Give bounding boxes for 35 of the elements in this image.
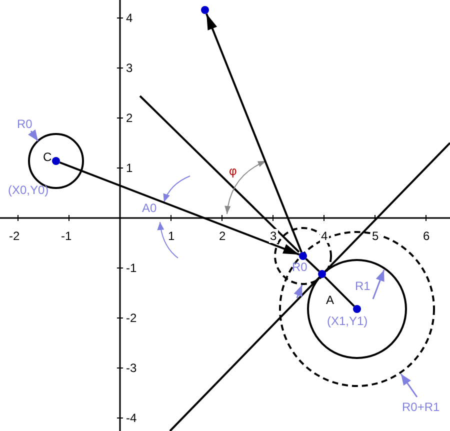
angle-label: A0 (142, 201, 157, 215)
contact-point (299, 252, 307, 260)
axis-tick-label: 2 (125, 111, 134, 125)
point-label: C (43, 150, 52, 164)
axis-tick-label: -2 (125, 311, 138, 325)
axis-tick-label: 6 (422, 229, 431, 243)
line-segment (305, 258, 320, 272)
axis-tick-label: -2 (8, 229, 21, 243)
arrow (206, 13, 302, 253)
point-label: (X1,Y1) (327, 314, 368, 328)
center-point (353, 305, 361, 313)
axis-tick-label: 2 (218, 229, 227, 243)
line-segment (324, 276, 355, 307)
axis-tick-label: 1 (125, 161, 134, 175)
axis-tick-label: 1 (167, 229, 176, 243)
center-point (52, 157, 60, 165)
point-label: A (326, 293, 334, 307)
axis-tick-label: -3 (125, 361, 138, 375)
axis-tick-label: -1 (125, 261, 138, 275)
angle-label: φ (229, 164, 237, 178)
radius-label: R0+R1 (402, 400, 440, 414)
axis-tick-label: 4 (320, 229, 329, 243)
axis-tick-label: -4 (125, 411, 138, 425)
axis-tick-label: 5 (371, 229, 380, 243)
radius-label: R0 (292, 260, 308, 274)
point-label: (X0,Y0) (8, 183, 49, 197)
radius-label: R0 (17, 117, 32, 131)
arrow (59, 162, 300, 256)
axis-tick-label: -1 (60, 229, 73, 243)
axis-tick-label: 3 (269, 229, 278, 243)
end-point (201, 6, 209, 14)
radius-label: R1 (355, 279, 370, 293)
axis-tick-label: 4 (125, 11, 134, 25)
touch-point (318, 270, 326, 278)
axis-tick-label: 3 (125, 61, 134, 75)
